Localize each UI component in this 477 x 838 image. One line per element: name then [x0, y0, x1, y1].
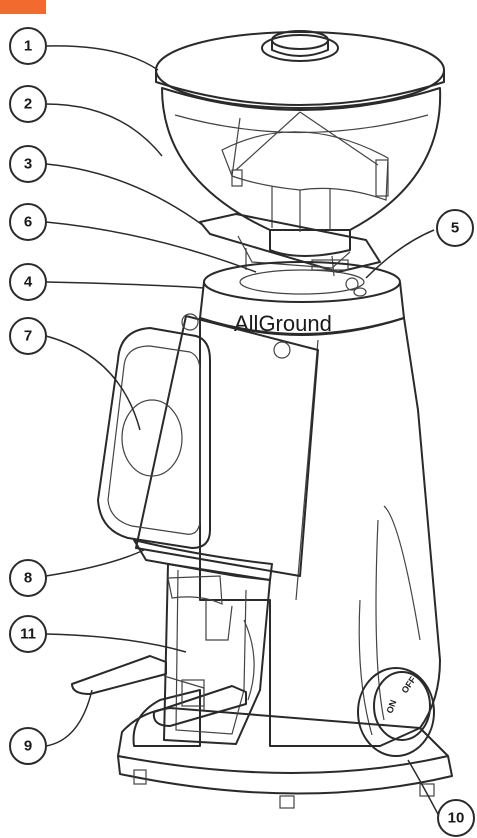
display-module — [97, 313, 319, 577]
hopper — [155, 30, 445, 257]
callout-3: 3 — [9, 145, 47, 183]
callout-11: 11 — [9, 615, 47, 653]
callout-5: 5 — [436, 209, 474, 247]
callout-4-label: 4 — [24, 274, 33, 291]
callout-6-label: 6 — [24, 214, 32, 231]
callout-4: 4 — [9, 263, 47, 301]
callout-8: 8 — [9, 559, 47, 597]
portafilter-rest — [71, 655, 247, 727]
callout-1-label: 1 — [24, 38, 32, 55]
callout-7-label: 7 — [24, 328, 32, 345]
callout-3-label: 3 — [24, 156, 32, 173]
callout-8-label: 8 — [24, 570, 32, 587]
switch-off-label: OFF — [399, 674, 418, 695]
corner-tab — [0, 0, 46, 14]
power-switch: ON OFF — [357, 667, 435, 757]
callout-7: 7 — [9, 317, 47, 355]
callout-11-label: 11 — [20, 626, 36, 643]
callout-10: 10 — [437, 799, 475, 837]
callout-1: 1 — [9, 27, 47, 65]
switch-on-label: ON — [384, 699, 398, 715]
callout-2: 2 — [9, 85, 47, 123]
leader-lines — [45, 45, 441, 819]
callout-2-label: 2 — [24, 96, 32, 113]
callout-10-label: 10 — [448, 810, 465, 827]
portafilter-holder — [133, 539, 273, 745]
grind-collar: AllGround — [199, 261, 405, 336]
callout-9: 9 — [9, 727, 47, 765]
callout-9-label: 9 — [24, 738, 32, 755]
callout-5-label: 5 — [451, 220, 459, 237]
callout-6: 6 — [9, 203, 47, 241]
grinder-body — [117, 317, 453, 809]
